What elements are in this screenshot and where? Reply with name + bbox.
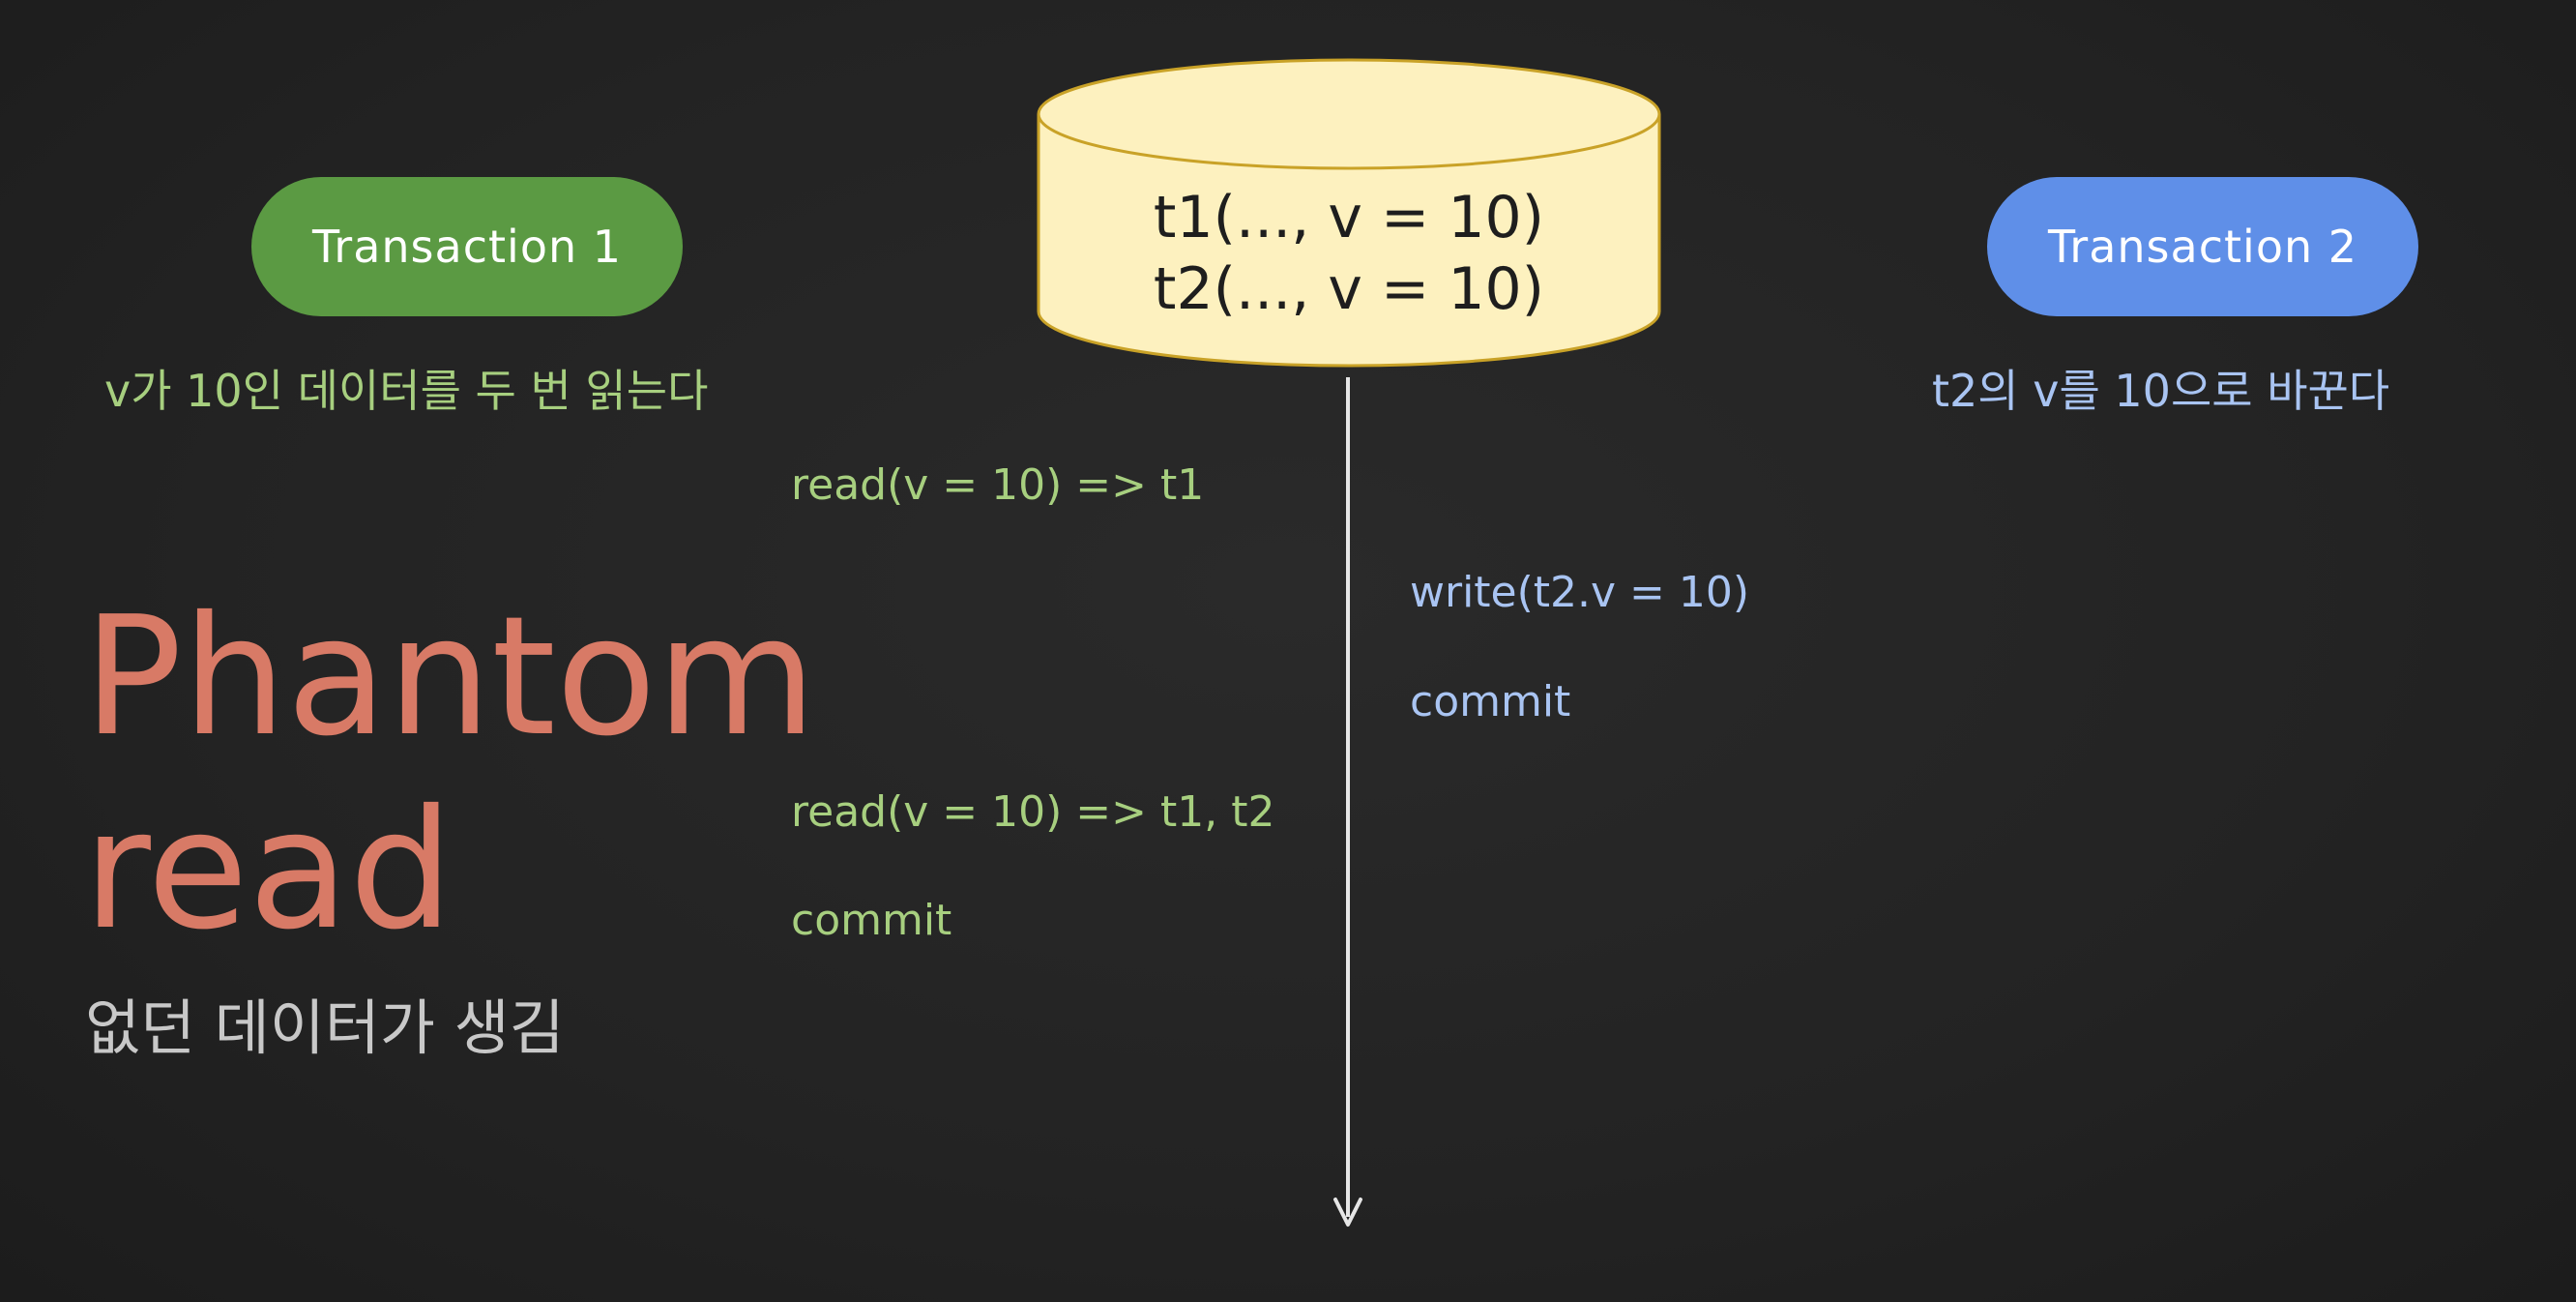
database-row-t1: t1(..., v = 10): [1153, 184, 1545, 252]
t1-read-first: read(v = 10) => t1: [791, 460, 1205, 510]
transaction-2-description: t2의 v를 10으로 바꾼다: [1932, 365, 2390, 417]
t2-write: write(t2.v = 10): [1410, 568, 1750, 617]
t2-commit: commit: [1410, 677, 1571, 726]
transaction-2-badge: Transaction 2: [1987, 177, 2418, 316]
transaction-1-badge: Transaction 1: [251, 177, 683, 316]
database-row-t2: t2(..., v = 10): [1153, 255, 1545, 323]
transaction-1-label: Transaction 1: [311, 221, 623, 273]
database-cylinder-icon: [1037, 58, 1661, 368]
slide-title: Phantom read: [83, 581, 817, 966]
t1-read-second: read(v = 10) => t1, t2: [791, 787, 1275, 837]
slide-caption: 없던 데이터가 생김: [85, 992, 565, 1063]
transaction-2-label: Transaction 2: [2047, 221, 2358, 273]
t1-commit: commit: [791, 896, 952, 945]
transaction-1-description: v가 10인 데이터를 두 번 읽는다: [104, 365, 709, 417]
